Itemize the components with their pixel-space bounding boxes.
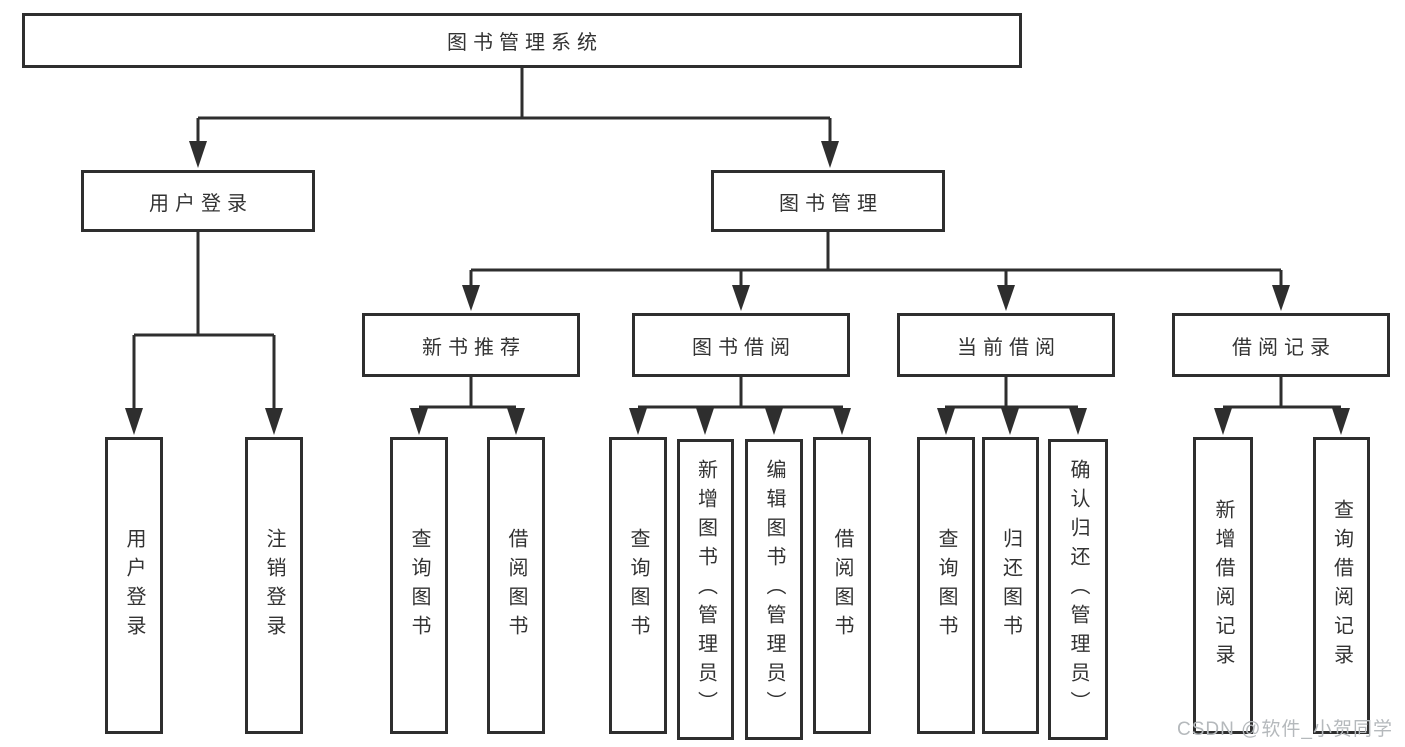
node-new-book-recommend: 新书推荐 <box>362 313 580 377</box>
leaf-query-books-current: 查询图书 <box>917 437 975 734</box>
leaf-return-book: 归还图书 <box>982 437 1039 734</box>
leaf-query-borrow-record: 查询借阅记录 <box>1313 437 1370 734</box>
arrowheads <box>125 141 1350 435</box>
leaf-user-login: 用户登录 <box>105 437 163 734</box>
leaf-add-book-admin: 新增图书（管理员） <box>677 439 734 740</box>
leaf-add-borrow-record: 新增借阅记录 <box>1193 437 1253 734</box>
leaf-edit-book-admin: 编辑图书（管理员） <box>745 439 803 740</box>
node-user-login: 用户登录 <box>81 170 315 232</box>
node-current-borrowing: 当前借阅 <box>897 313 1115 377</box>
leaf-confirm-return-admin: 确认归还（管理员） <box>1048 439 1108 740</box>
leaf-query-books-recommend: 查询图书 <box>390 437 448 734</box>
leaf-query-books-borrowing: 查询图书 <box>609 437 667 734</box>
node-book-borrowing: 图书借阅 <box>632 313 850 377</box>
leaf-borrow-books-borrowing: 借阅图书 <box>813 437 871 734</box>
leaf-borrow-books-recommend: 借阅图书 <box>487 437 545 734</box>
node-book-management: 图书管理 <box>711 170 945 232</box>
node-library-management-system: 图书管理系统 <box>22 13 1022 68</box>
csdn-watermark: CSDN @软件_小贺同学 <box>1177 719 1393 740</box>
leaf-logout-login: 注销登录 <box>245 437 303 734</box>
node-borrow-records: 借阅记录 <box>1172 313 1390 377</box>
